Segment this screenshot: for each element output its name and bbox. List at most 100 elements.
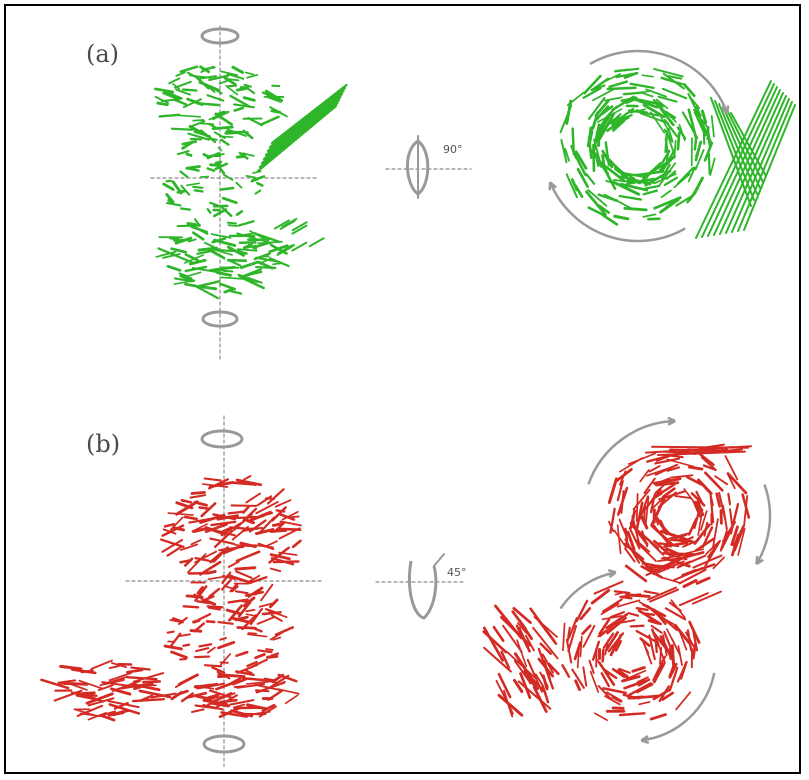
green-segment: [216, 162, 220, 163]
figure-canvas: [6, 6, 803, 776]
green-segment: [695, 178, 703, 192]
red-segment: [207, 621, 214, 622]
red-segment: [168, 513, 193, 515]
red-segment: [265, 541, 277, 547]
green-segment: [645, 186, 659, 189]
green-segment: [624, 93, 642, 95]
green-segment: [208, 169, 214, 171]
red-segment: [200, 507, 209, 508]
red-segment: [671, 540, 692, 542]
red-segment: [621, 491, 623, 513]
panel-a-label: (a): [86, 40, 119, 68]
red-segment: [246, 494, 260, 503]
red-segment: [653, 657, 664, 680]
green-segment: [712, 116, 714, 137]
green-segment: [181, 209, 190, 210]
green-segment: [221, 188, 233, 190]
green-segment: [233, 67, 243, 72]
red-segment: [229, 562, 239, 567]
green-segment: [695, 139, 696, 149]
red-segment: [583, 626, 591, 634]
red-segment: [236, 591, 248, 593]
green-segment: [175, 82, 191, 88]
red-segment: [644, 506, 645, 523]
panel-a-rotation-angle: 90°: [443, 143, 463, 156]
red-segment: [195, 657, 209, 658]
green-segment: [185, 284, 195, 286]
green-segment: [193, 120, 203, 121]
red-segment: [236, 572, 251, 578]
green-segment: [625, 208, 646, 209]
green-segment: [246, 72, 254, 74]
red-segment: [200, 644, 212, 646]
green-segment: [228, 223, 236, 224]
red-segment: [241, 652, 248, 654]
red-segment: [616, 469, 632, 481]
green-segment: [226, 86, 237, 95]
green-segment: [158, 103, 167, 105]
green-segment: [195, 190, 203, 191]
green-segment: [179, 115, 200, 116]
green-segment: [197, 103, 218, 105]
red-segment: [101, 715, 114, 720]
red-segment: [249, 528, 257, 529]
red-segment: [261, 513, 272, 516]
red-segment: [728, 494, 730, 504]
green-segment: [620, 196, 641, 200]
red-segment: [165, 524, 174, 526]
green-segment: [183, 90, 196, 91]
green-segment: [266, 94, 342, 155]
green-segment: [164, 184, 173, 189]
red-segment: [592, 590, 608, 603]
red-segment: [251, 609, 262, 624]
red-segment: [705, 473, 722, 491]
red-segment: [190, 495, 205, 497]
red-segment: [633, 668, 645, 672]
green-segment: [204, 154, 209, 156]
red-segment: [576, 681, 580, 690]
red-segment: [629, 613, 638, 616]
green-segment: [262, 117, 279, 124]
panel-a-top-view-helix: [550, 51, 795, 241]
red-segment: [684, 581, 696, 587]
rotation-arrow-icon: [434, 554, 444, 566]
green-segment: [229, 225, 238, 226]
red-segment: [205, 665, 221, 666]
green-segment: [190, 75, 211, 77]
red-segment: [205, 479, 221, 481]
red-segment: [609, 479, 616, 503]
red-segment: [61, 666, 81, 669]
red-segment: [645, 591, 658, 593]
green-segment: [193, 187, 202, 188]
red-segment: [715, 476, 727, 484]
red-segment: [562, 665, 568, 676]
red-segment: [247, 614, 256, 616]
red-segment: [127, 670, 142, 672]
green-segment: [237, 89, 245, 91]
green-segment: [193, 233, 203, 240]
red-segment: [195, 502, 206, 505]
red-segment: [271, 568, 281, 571]
green-segment: [256, 190, 261, 193]
red-segment: [233, 618, 249, 622]
green-segment: [172, 254, 195, 263]
green-segment: [220, 81, 228, 84]
red-segment: [165, 646, 181, 649]
red-segment: [229, 512, 243, 514]
green-segment: [208, 209, 211, 212]
red-segment: [219, 642, 234, 647]
red-segment: [591, 671, 599, 692]
green-segment: [244, 98, 254, 101]
green-segment: [201, 287, 216, 289]
green-segment: [167, 203, 180, 205]
red-segment: [133, 699, 164, 701]
red-segment: [184, 645, 190, 646]
red-segment: [515, 654, 537, 689]
red-segment: [227, 587, 233, 589]
green-segment: [209, 138, 217, 139]
green-segment: [674, 174, 689, 187]
panel-b-rotation-angle: 45°: [447, 566, 467, 579]
red-segment: [237, 552, 259, 561]
red-segment: [258, 617, 275, 624]
red-segment: [199, 614, 210, 620]
